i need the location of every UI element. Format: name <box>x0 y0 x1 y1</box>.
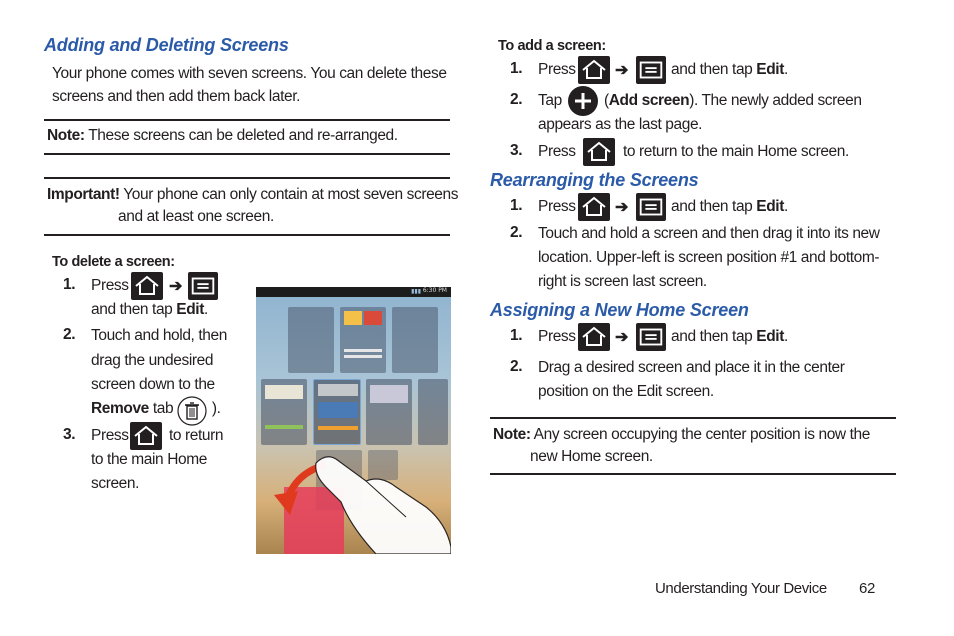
home-key-icon <box>130 422 162 450</box>
step-text: and then tap Edit. <box>671 328 788 345</box>
home-key-icon <box>578 193 610 221</box>
home-key-icon <box>583 138 615 166</box>
note-box: Note: These screens can be deleted and r… <box>47 124 398 148</box>
note-box: Note: Any screen occupying the center po… <box>493 423 870 447</box>
step-number: 2. <box>510 91 523 108</box>
important-top-rule <box>44 177 450 179</box>
page-number: 62 <box>859 580 875 597</box>
step-number: 1. <box>510 327 523 344</box>
trash-icon <box>177 396 207 426</box>
step-text: Drag a desired screen and place it in th… <box>538 359 845 376</box>
intro-text-line1: Your phone comes with seven screens. You… <box>52 65 447 82</box>
note-text: Any screen occupying the center position… <box>530 426 871 443</box>
step-text: and then tap Edit. <box>91 301 208 318</box>
step-number: 1. <box>63 276 76 293</box>
phone-status-bar: ▮▮▮ 6:30 PM <box>256 287 451 297</box>
menu-key-icon <box>188 272 218 300</box>
add-screen-title: To add a screen: <box>498 38 606 54</box>
step-text: and then tap Edit. <box>671 61 788 78</box>
section-heading-assigning: Assigning a New Home Screen <box>490 300 749 320</box>
arrow-icon: ➔ <box>169 278 183 295</box>
home-key-icon <box>578 323 610 351</box>
step-text: location. Upper-left is screen position … <box>538 249 880 266</box>
step-text: drag the undesired <box>91 352 214 369</box>
important-line1: Important! Your phone can only contain a… <box>47 183 458 207</box>
note-bottom-rule <box>44 153 450 155</box>
footer-section-title: Understanding Your Device <box>655 580 827 597</box>
home-key-icon <box>578 56 610 84</box>
home-screen-thumbnail <box>313 379 361 445</box>
step-text: Press <box>538 328 576 345</box>
important-label: Important! <box>47 186 120 203</box>
step-text: Tap <box>538 92 562 109</box>
phone-edit-screen-image: ▮▮▮ 6:30 PM <box>256 287 451 554</box>
step-text: Press <box>538 61 576 78</box>
arrow-icon: ➔ <box>615 199 629 216</box>
menu-key-icon <box>636 56 666 84</box>
step-text: screen. <box>91 475 140 492</box>
important-line2: and at least one screen. <box>118 208 274 225</box>
step-text: Press <box>538 143 576 160</box>
screen-thumbnail <box>418 379 448 445</box>
menu-key-icon <box>636 193 666 221</box>
step-number: 2. <box>510 358 523 375</box>
screen-thumbnail <box>340 307 386 373</box>
step-number: 2. <box>510 224 523 241</box>
step-text: to return <box>169 427 224 444</box>
screen-thumbnail <box>288 307 334 373</box>
note-top-rule <box>490 417 896 419</box>
intro-text-line2: screens and then add them back later. <box>52 88 301 105</box>
step-text: Press <box>538 198 576 215</box>
drag-gesture-icon <box>274 456 451 554</box>
phone-clock: 6:30 PM <box>422 287 447 294</box>
arrow-icon: ➔ <box>615 62 629 79</box>
step-number: 3. <box>63 426 76 443</box>
step-text: right is screen last screen. <box>538 273 707 290</box>
step-text: position on the Edit screen. <box>538 383 714 400</box>
step-text: Press <box>91 427 129 444</box>
step-text: Press <box>91 277 129 294</box>
step-text: to the main Home <box>91 451 207 468</box>
step-text: Touch and hold, then <box>91 327 227 344</box>
step-text: and then tap Edit. <box>671 198 788 215</box>
section-heading-rearranging: Rearranging the Screens <box>490 170 699 190</box>
step-text: Touch and hold a screen and then drag it… <box>538 225 880 242</box>
menu-key-icon <box>636 323 666 351</box>
note-text: These screens can be deleted and re-arra… <box>84 127 398 144</box>
note-bottom-rule <box>490 473 896 475</box>
step-text: to return to the main Home screen. <box>623 143 849 160</box>
note-label: Note: <box>47 127 85 144</box>
note-label: Note: <box>493 426 531 443</box>
step-number: 3. <box>510 142 523 159</box>
section-heading-adding-deleting: Adding and Deleting Screens <box>44 35 289 55</box>
important-bottom-rule <box>44 234 450 236</box>
note-text-line2: new Home screen. <box>530 448 653 465</box>
add-screen-plus-icon <box>568 86 598 116</box>
delete-screen-title: To delete a screen: <box>52 254 175 270</box>
screen-thumbnail <box>366 379 412 445</box>
screen-thumbnail <box>392 307 438 373</box>
note-top-rule <box>44 119 450 121</box>
screen-thumbnail <box>261 379 307 445</box>
step-text: appears as the last page. <box>538 116 703 133</box>
step-text: Remove tab (). <box>91 400 221 417</box>
important-text: Your phone can only contain at most seve… <box>119 186 459 203</box>
step-number: 1. <box>510 197 523 214</box>
step-text: (Add screen). The newly added screen <box>604 92 862 109</box>
home-key-icon <box>131 272 163 300</box>
screen-thumbnail <box>368 450 398 480</box>
step-number: 2. <box>63 326 76 343</box>
step-number: 1. <box>510 60 523 77</box>
signal-icon: ▮▮▮ <box>411 288 421 295</box>
arrow-icon: ➔ <box>615 329 629 346</box>
step-text: screen down to the <box>91 376 215 393</box>
